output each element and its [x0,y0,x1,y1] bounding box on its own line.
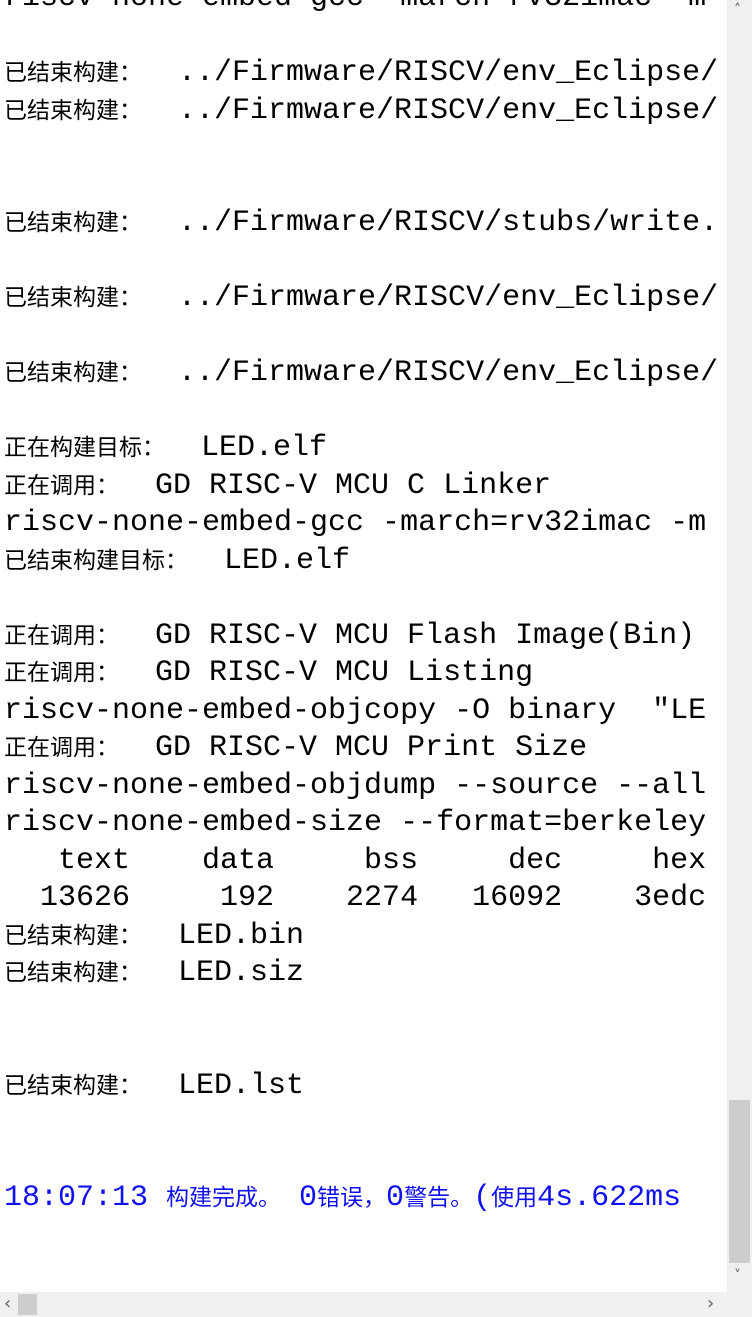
console-line-prefix: 已结束构建目标： [4,547,188,574]
console-line: 正在调用： GD RISC-V MCU Print Size [4,729,587,767]
vertical-scrollbar[interactable]: ˄ ˅ [727,0,752,1292]
console-line: 已结束构建： ../Firmware/RISCV/env_Eclipse/ [4,279,718,317]
console-line: 正在构建目标： LED.elf [4,429,327,467]
console-line: 已结束构建： LED.siz [4,954,304,992]
console-line-text: riscv-none-embed-gcc -march=rv32imac -m [4,506,707,540]
console-line: 已结束构建： ../Firmware/RISCV/env_Eclipse/ [4,354,718,392]
console-line-prefix: 已结束构建： [4,97,142,124]
console-line-text: ../Firmware/RISCV/env_Eclipse/ [178,56,719,90]
console-line-text: ../Firmware/RISCV/env_Eclipse/ [178,93,719,128]
console-line: 已结束构建： ../Firmware/RISCV/env_Eclipse/ [4,92,718,130]
console-line-text: riscv-none-embed-objdump --source --all [4,768,707,803]
console-line: riscv-none-embed-gcc -march=rv32imac -m [4,504,706,542]
console-line: 正在调用： GD RISC-V MCU C Linker [4,467,551,505]
vertical-scroll-thumb[interactable] [729,1100,750,1263]
console-line: 已结束构建： ../Firmware/RISCV/stubs/write. [4,204,718,242]
console-line: 正在调用： GD RISC-V MCU Listing [4,654,533,692]
console-line: riscv-none-embed-objcopy -O binary "LE [4,692,706,730]
console-line-prefix: 正在调用： [4,472,119,499]
console-line: 已结束构建目标： LED.elf [4,542,350,580]
horizontal-scroll-thumb[interactable] [18,1294,37,1315]
console-line-prefix: 已结束构建： [4,210,142,236]
console-line-prefix: 已结束构建： [4,1072,142,1099]
console-line-text: LED.siz [178,956,305,990]
console-line-text: LED.bin [178,918,305,953]
console-line: riscv-none-embed-gcc -march=rv32imac -m [4,0,706,17]
console-line-text: GD RISC-V MCU C Linker [155,468,552,503]
console-line-text: LED.elf [224,543,351,578]
console-line-text: riscv-none-embed-gcc -march=rv32imac -m [4,0,706,15]
horizontal-scrollbar[interactable]: ‹ › [0,1292,727,1317]
console-line: 已结束构建： LED.bin [4,917,304,955]
console-line: 已结束构建： LED.lst [4,1067,304,1105]
console-line-text: GD RISC-V MCU Print Size [155,731,588,765]
build-status-line: 18:07:13 构建完成。 0错误，0警告。(使用4s.622ms [4,1181,682,1215]
console-line: 13626 192 2274 16092 3edc [4,879,706,917]
console-line: text data bss dec hex [4,842,706,880]
scrollbar-corner [727,1292,752,1317]
console-line-prefix: 已结束构建： [4,60,142,86]
scroll-up-icon[interactable]: ˄ [734,2,741,18]
console-line-text: riscv-none-embed-size --format=berkeley [4,806,707,840]
console-line-prefix: 正在调用： [4,660,119,686]
console-line-prefix: 已结束构建： [4,960,142,986]
scroll-down-icon[interactable]: ˅ [734,1268,741,1284]
console-line: 已结束构建： ../Firmware/RISCV/env_Eclipse/ [4,54,718,92]
console-line-prefix: 已结束构建： [4,360,142,386]
console-line-text: 13626 192 2274 16092 3edc [4,881,707,915]
console-line: 正在调用： GD RISC-V MCU Flash Image(Bin) [4,617,695,655]
console-line-prefix: 已结束构建： [4,922,142,949]
console-line-text: ../Firmware/RISCV/env_Eclipse/ [178,281,719,315]
console-line-text: GD RISC-V MCU Listing [155,656,534,690]
build-console-output: riscv-none-embed-gcc -march=rv32imac -m已… [4,0,718,1105]
console-line-prefix: 正在调用： [4,622,119,649]
scroll-left-icon[interactable]: ‹ [4,1293,12,1314]
console-line-prefix: 正在调用： [4,735,119,761]
scroll-right-icon[interactable]: › [707,1293,715,1314]
console-line-text: text data bss dec hex [4,843,707,878]
console-line: riscv-none-embed-objdump --source --all [4,767,706,805]
console-line-prefix: 正在构建目标： [4,435,165,461]
console-line-text: GD RISC-V MCU Flash Image(Bin) [155,618,696,653]
console-line-text: ../Firmware/RISCV/stubs/write. [178,206,719,240]
console-line-text: ../Firmware/RISCV/env_Eclipse/ [178,356,719,390]
console-line-text: LED.elf [201,431,328,465]
console-line-text: LED.lst [178,1068,305,1103]
console-line-prefix: 已结束构建： [4,285,142,311]
console-line-text: riscv-none-embed-objcopy -O binary "LE [4,693,707,728]
console-line: riscv-none-embed-size --format=berkeley [4,804,706,842]
